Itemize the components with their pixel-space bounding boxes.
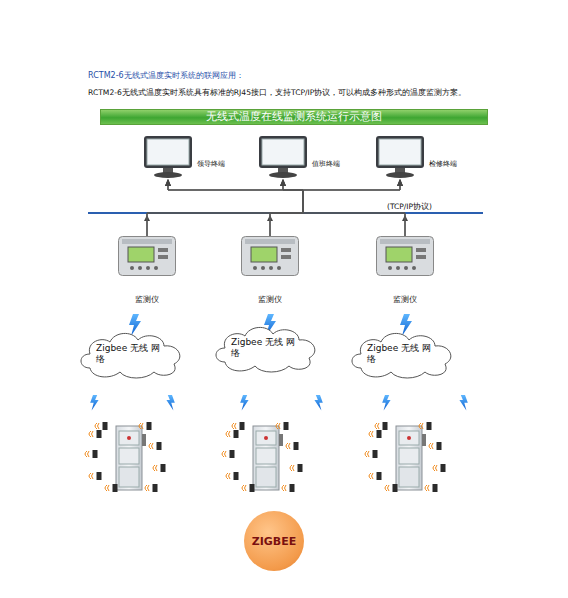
temp-sensor xyxy=(393,484,398,492)
temp-sensor xyxy=(153,484,158,492)
temp-sensor xyxy=(93,450,98,458)
temp-sensor xyxy=(290,484,295,492)
temp-sensor xyxy=(377,472,382,480)
temp-sensor xyxy=(250,484,255,492)
zigbee-cloud: Zigbee 无线 网络 xyxy=(347,328,459,380)
monitor-device-icon xyxy=(376,236,434,276)
device-label: 监测仪 xyxy=(241,294,299,305)
lightning-bolt xyxy=(166,395,174,410)
cloud-label: Zigbee 无线 网络 xyxy=(96,343,162,365)
temp-sensor xyxy=(97,472,102,480)
monitor-icon xyxy=(375,135,425,179)
terminal: 值班终端 xyxy=(258,135,348,179)
connector xyxy=(147,180,400,236)
zigbee-cloud: Zigbee 无线 网络 xyxy=(211,322,323,374)
temp-sensor xyxy=(373,450,378,458)
temp-sensor xyxy=(157,442,162,450)
temp-sensor xyxy=(437,442,442,450)
monitor-device: 监测仪 xyxy=(241,236,299,276)
temp-sensor xyxy=(103,422,108,430)
monitor-device-icon xyxy=(118,236,176,276)
bus-arrowheads xyxy=(144,215,408,221)
cloud-label: Zigbee 无线 网络 xyxy=(231,337,297,359)
connector xyxy=(147,180,303,236)
lightning-bolt xyxy=(129,314,141,336)
lightning-bolt xyxy=(400,314,412,336)
cabinet xyxy=(116,426,142,490)
cabinet xyxy=(396,426,422,490)
monitor-device: 监测仪 xyxy=(376,236,434,276)
cloud-shape xyxy=(347,328,459,380)
zigbee-logo: ZIGBEE xyxy=(244,511,304,571)
monitor-icon xyxy=(258,135,308,179)
temp-sensor xyxy=(230,450,235,458)
connector xyxy=(168,180,405,236)
temp-sensor xyxy=(377,430,382,438)
protocol-label: (TCP/IP协议) xyxy=(386,202,433,212)
heading: RCTM2-6无线式温度实时系统的联网应用： xyxy=(88,70,244,81)
lightning-bolt xyxy=(314,395,322,410)
monitor-device-icon xyxy=(241,236,299,276)
connector xyxy=(270,180,303,236)
temp-sensor xyxy=(234,430,239,438)
switchgear-cabinets xyxy=(85,422,446,492)
temp-sensor xyxy=(433,484,438,492)
zigbee-cloud: Zigbee 无线 网络 xyxy=(76,328,188,380)
temp-sensor xyxy=(147,422,152,430)
temp-sensor xyxy=(113,484,118,492)
temp-sensor xyxy=(284,422,289,430)
temp-sensor xyxy=(294,442,299,450)
cloud-shape xyxy=(76,328,188,380)
logo-text: ZIGBEE xyxy=(252,535,297,548)
cloud-label: Zigbee 无线 网络 xyxy=(367,343,433,365)
terminal-label: 值班终端 xyxy=(312,159,340,169)
lightning-bolt xyxy=(240,395,248,410)
terminal-label: 领导终端 xyxy=(197,159,225,169)
temp-sensor xyxy=(234,472,239,480)
lightning-bolt xyxy=(459,395,467,410)
banner-text: 无线式温度在线监测系统运行示意图 xyxy=(101,110,487,124)
lightning-bolt xyxy=(382,395,390,410)
monitor-icon xyxy=(143,135,193,179)
terminal: 检修终端 xyxy=(375,135,465,179)
lightning-bolt xyxy=(90,395,98,410)
temp-sensor xyxy=(161,464,166,472)
connector xyxy=(147,180,303,236)
title-banner: 无线式温度在线监测系统运行示意图 xyxy=(100,109,488,125)
description: RCTM2-6无线式温度实时系统具有标准的RJ45接口，支持TCP/IP协议，可… xyxy=(88,88,466,98)
temp-sensor xyxy=(441,464,446,472)
device-label: 监测仪 xyxy=(376,294,434,305)
temp-sensor xyxy=(427,422,432,430)
temp-sensor xyxy=(240,422,245,430)
terminal-label: 检修终端 xyxy=(429,159,457,169)
temp-sensor xyxy=(383,422,388,430)
temp-sensor xyxy=(97,430,102,438)
monitor-device: 监测仪 xyxy=(118,236,176,276)
terminal: 领导终端 xyxy=(143,135,233,179)
cloud-shape xyxy=(211,322,323,374)
device-label: 监测仪 xyxy=(118,294,176,305)
cabinet xyxy=(253,426,279,490)
connector xyxy=(270,180,400,236)
temp-sensor xyxy=(298,464,303,472)
